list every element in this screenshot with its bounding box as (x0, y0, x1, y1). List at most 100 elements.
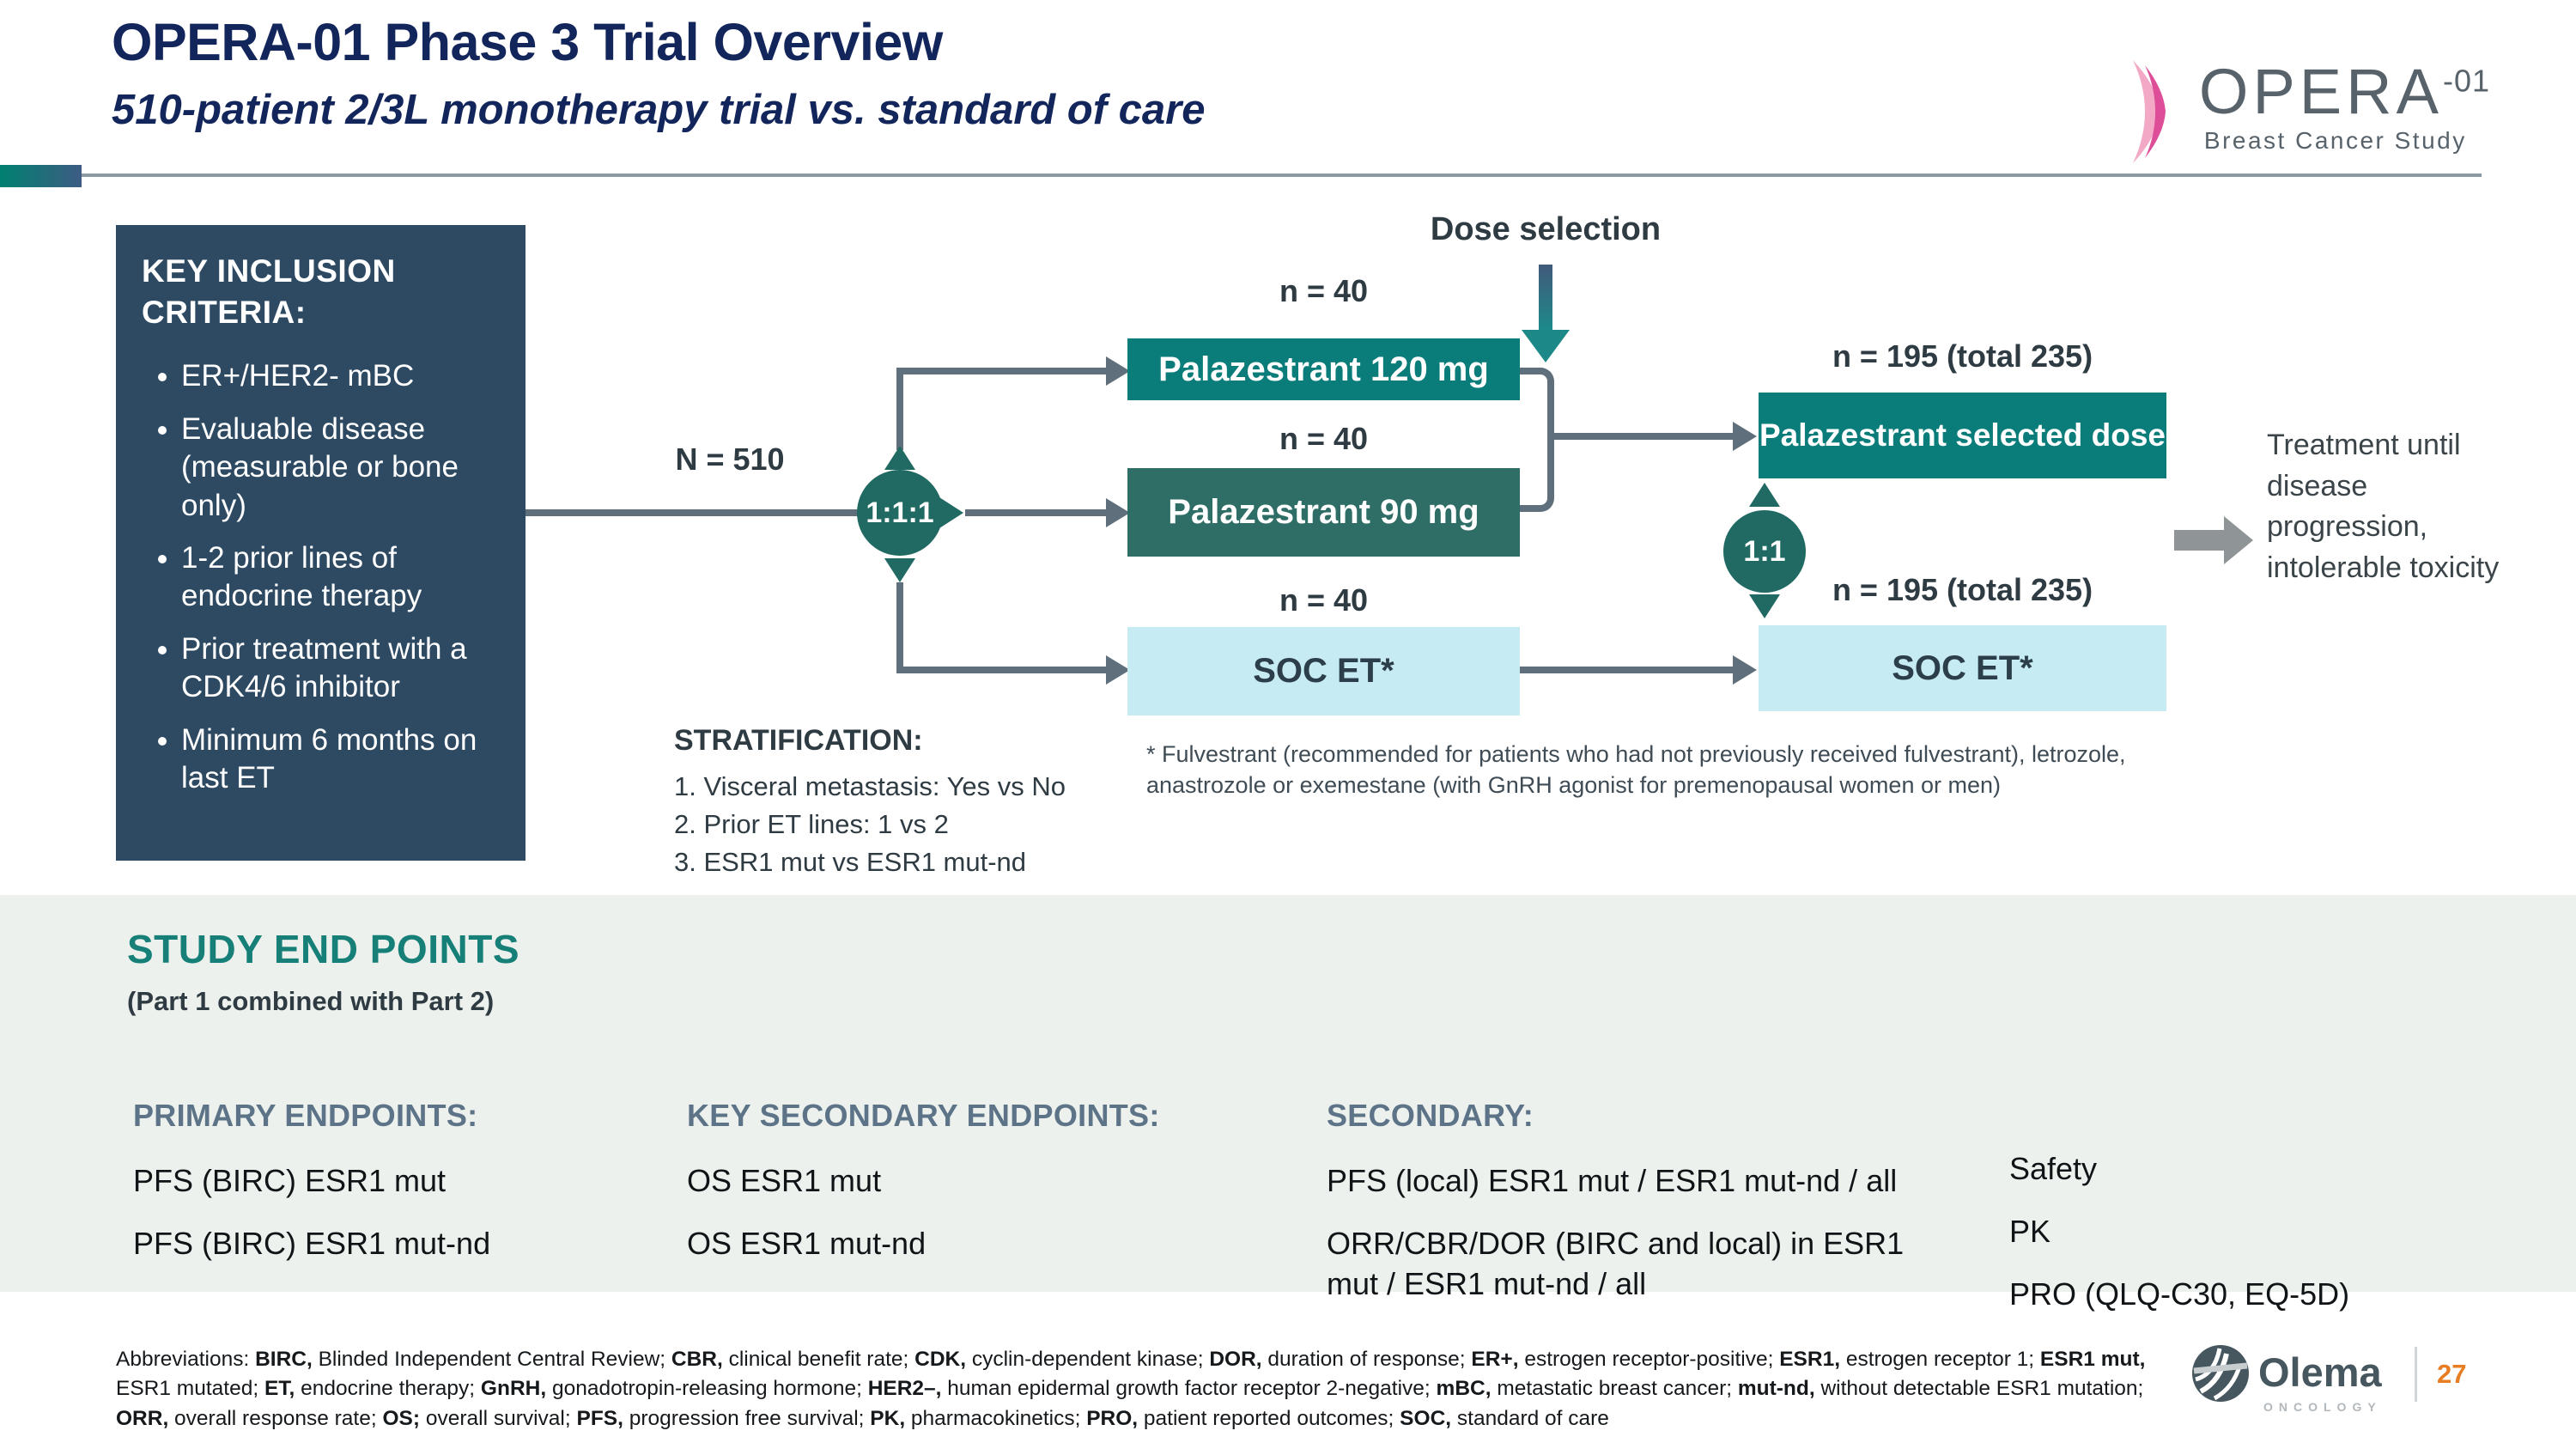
inclusion-heading: KEY INCLUSION CRITERIA: (142, 253, 396, 331)
abbreviation-term: CDK, (914, 1348, 967, 1371)
abbreviation-term: ET, (264, 1377, 295, 1401)
treatment-note: Treatment until disease progression, int… (2267, 429, 2500, 584)
arm1-n-label: n = 40 (1279, 273, 1369, 308)
opera-logo-tagline: Breast Cancer Study (2203, 127, 2467, 154)
stratification-item: 2. Prior ET lines: 1 vs 2 (674, 809, 949, 840)
treatment-arrowhead-icon (2224, 516, 2253, 564)
arrowhead-icon (1106, 655, 1130, 685)
stratification-item: 3. ESR1 mut vs ESR1 mut-nd (674, 847, 1027, 878)
arm-box-palazestrant-120: Palazestrant 120 mg (1127, 338, 1520, 400)
inclusion-bullet: Prior treatment with a CDK4/6 inhibitor (181, 630, 503, 707)
arrowhead-icon (1106, 356, 1130, 386)
randomization-up-arrow-icon (884, 446, 915, 470)
endpoints-heading: STUDY END POINTS (127, 927, 519, 971)
abbreviations-text: Abbreviations: BIRC, Blinded Independent… (116, 1348, 2146, 1430)
flow-branch-down-line (896, 582, 903, 673)
randomization-node-1-1-1: 1:1:1 (857, 470, 943, 556)
arm2-n-label: n = 40 (1279, 421, 1369, 456)
treatment-arrow-icon (2174, 530, 2224, 551)
stratification-item: 1. Visceral metastasis: Yes vs No (674, 771, 1066, 801)
endpoint-column-header: KEY SECONDARY ENDPOINTS: (687, 1098, 1160, 1133)
part2-arm1-n-label: n = 195 (total 235) (1832, 338, 2093, 374)
abbreviation-term: ESR1, (1779, 1348, 1841, 1371)
dose-merge-bracket (1520, 368, 1554, 512)
abbreviation-term: PRO, (1086, 1406, 1139, 1430)
dose-selection-label: Dose selection (1430, 211, 1662, 247)
soc-connector (1520, 667, 1733, 673)
endpoint-column-header: SECONDARY: (1327, 1098, 1534, 1133)
endpoint-item: PRO (QLQ-C30, EQ-5D) (2009, 1275, 2350, 1312)
abbreviation-term: HER2–, (867, 1377, 942, 1401)
randomization2-up-arrow-icon (1749, 483, 1780, 507)
inclusion-criteria-panel: KEY INCLUSION CRITERIA: ER+/HER2- mBC Eva… (116, 225, 526, 861)
olema-circle-icon (2192, 1345, 2249, 1402)
endpoints-column-secondary: SECONDARY: PFS (local) ESR1 mut / ESR1 mu… (1327, 1098, 1953, 1326)
arrowhead-icon (1733, 655, 1757, 685)
randomization-node-1-1: 1:1 (1723, 510, 1806, 593)
endpoint-item: OS ESR1 mut (687, 1163, 882, 1198)
arm-box-palazestrant-90: Palazestrant 90 mg (1127, 468, 1520, 557)
abbreviation-term: OS; (382, 1406, 421, 1430)
stratification-heading: STRATIFICATION: (674, 724, 923, 757)
stratification-list: 1. Visceral metastasis: Yes vs No 2. Prio… (674, 768, 1066, 881)
endpoint-item: OS ESR1 mut-nd (687, 1225, 927, 1261)
arm-box-soc-et-part1: SOC ET* (1127, 627, 1520, 715)
abbreviation-term: ORR, (116, 1406, 169, 1430)
arrowhead-icon (1106, 498, 1130, 527)
flow-branch-up-line (896, 371, 903, 450)
arm3-n-label: n = 40 (1279, 582, 1369, 618)
flow-branch-bottom-line (896, 667, 1108, 673)
part2-arm2-n-label: n = 195 (total 235) (1832, 572, 2093, 607)
abbreviation-term: ER+, (1471, 1348, 1519, 1371)
abbreviation-term: PK, (870, 1406, 906, 1430)
endpoints-column-key-secondary: KEY SECONDARY ENDPOINTS: OS ESR1 mut OS ES… (687, 1098, 1288, 1287)
abbreviation-term: CBR, (671, 1348, 723, 1371)
randomization-right-arrow-icon (939, 497, 963, 528)
page-title: OPERA-01 Phase 3 Trial Overview (112, 13, 943, 71)
n-total-label: N = 510 (675, 441, 785, 477)
dose-selection-arrow-icon (1539, 265, 1552, 330)
footer-divider (2415, 1347, 2417, 1402)
opera-logo-text: OPERA-01 Breast Cancer Study (2199, 60, 2490, 155)
header-accent-bar (0, 165, 82, 187)
endpoint-item: PK (2009, 1213, 2051, 1249)
randomization-down-arrow-icon (884, 558, 915, 582)
endpoint-item: PFS (local) ESR1 mut / ESR1 mut-nd / all (1327, 1163, 1898, 1198)
flow-branch-top-line (896, 368, 1108, 374)
endpoints-band (0, 895, 2576, 1292)
selected-dose-connector (1554, 433, 1735, 440)
opera-logo: OPERA-01 Breast Cancer Study (2130, 60, 2490, 163)
inclusion-bullet: Evaluable disease (measurable or bone on… (181, 411, 503, 525)
abbreviation-term: PFS, (576, 1406, 623, 1430)
arm-box-soc-et-part2: SOC ET* (1759, 625, 2166, 711)
endpoint-item: ORR/CBR/DOR (BIRC and local) in ESR1 mut… (1327, 1225, 1905, 1301)
pink-ribbon-icon (2132, 60, 2166, 163)
abbreviation-term: ESR1 mut, (2039, 1348, 2146, 1371)
arrowhead-icon (1733, 422, 1757, 451)
flow-connector-main (526, 509, 860, 516)
soc-footnote: * Fulvestrant (recommended for patients … (1146, 741, 2126, 799)
abbreviation-term: SOC, (1400, 1406, 1452, 1430)
inclusion-list: ER+/HER2- mBC Evaluable disease (measurab… (142, 357, 503, 797)
stratification-panel: STRATIFICATION: 1. Visceral metastasis: … (674, 724, 1066, 881)
endpoint-column-header: PRIMARY ENDPOINTS: (133, 1098, 478, 1133)
inclusion-bullet: 1-2 prior lines of endocrine therapy (181, 539, 503, 616)
abbreviation-term: DOR, (1209, 1348, 1262, 1371)
abbreviation-term: mBC, (1436, 1377, 1492, 1401)
arm-box-palazestrant-selected: Palazestrant selected dose (1759, 393, 2166, 478)
opera-logo-suffix: -01 (2442, 63, 2490, 99)
endpoint-item: PFS (BIRC) ESR1 mut-nd (133, 1225, 491, 1261)
endpoint-item: Safety (2009, 1151, 2098, 1186)
randomization2-down-arrow-icon (1749, 594, 1780, 618)
abbreviation-term: mut-nd, (1737, 1377, 1815, 1401)
abbreviation-term: GnRH, (480, 1377, 547, 1401)
olema-logo-wordmark: Olema (2258, 1349, 2382, 1395)
inclusion-bullet: ER+/HER2- mBC (181, 357, 503, 395)
page-subtitle: 510-patient 2/3L monotherapy trial vs. s… (112, 87, 1206, 133)
flow-branch-mid-line (965, 509, 1108, 516)
opera-logo-wordmark: OPERA-01 (2198, 56, 2490, 127)
header-divider (82, 174, 2482, 177)
